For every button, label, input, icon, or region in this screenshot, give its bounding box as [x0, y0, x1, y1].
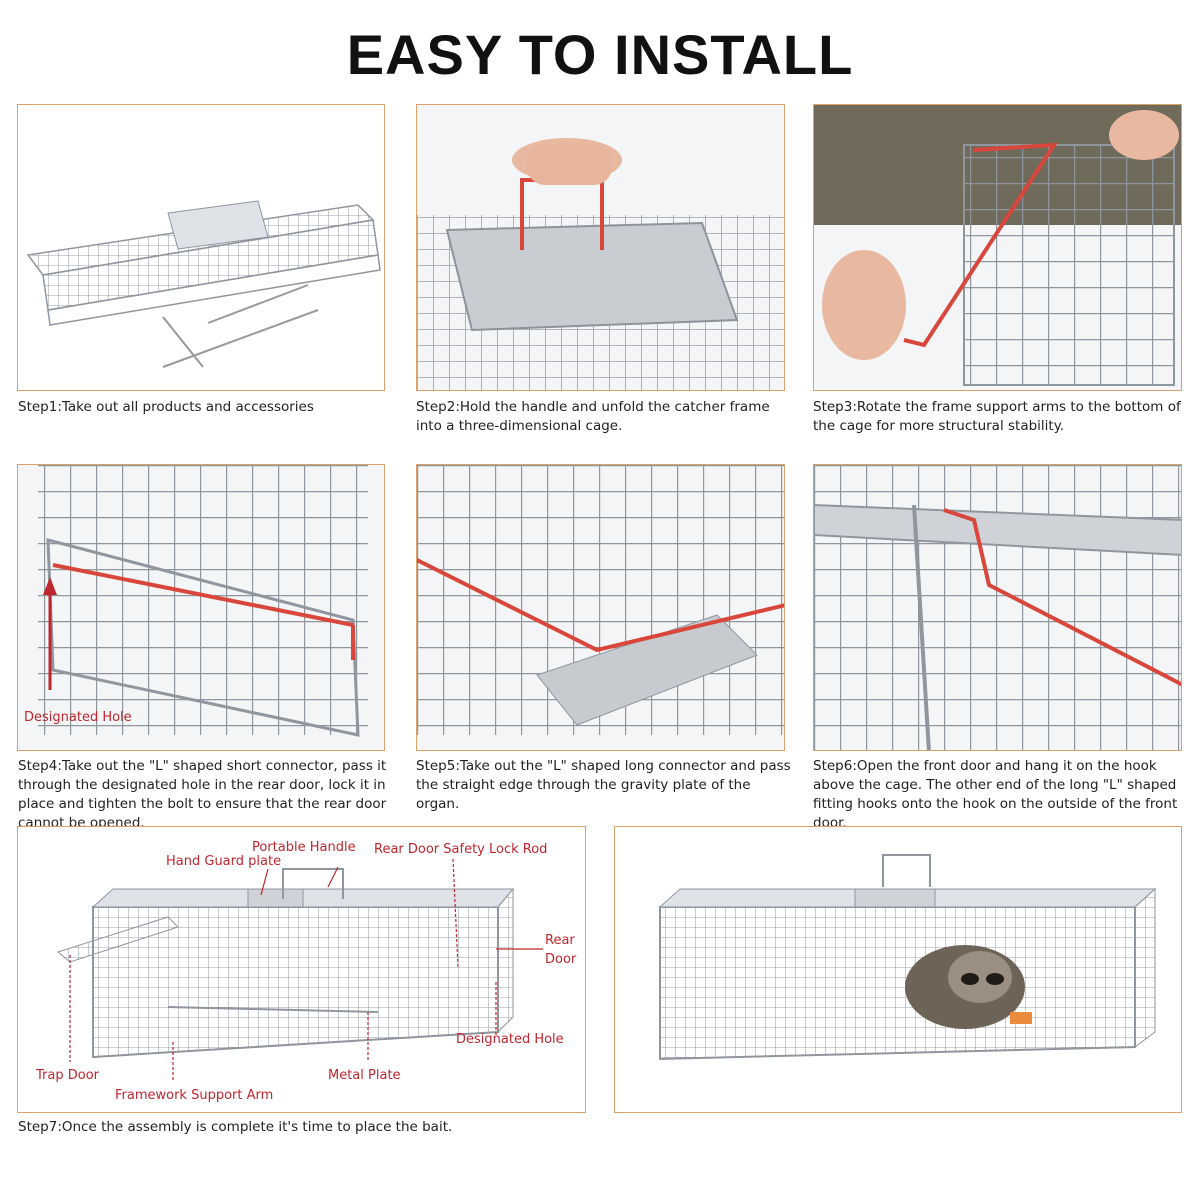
label-designated-hole: Designated Hole — [456, 1032, 564, 1047]
long-connector-photo — [417, 465, 784, 735]
step4-caption: Step4:Take out the "L" shaped short conn… — [18, 758, 387, 831]
label-metal-plate: Metal Plate — [328, 1068, 401, 1083]
step2-caption: Step2:Hold the handle and unfold the cat… — [416, 399, 770, 434]
step1-image — [17, 104, 385, 391]
step3-caption: Step3:Rotate the frame support arms to t… — [813, 399, 1181, 434]
raccoon-in-cage-photo — [658, 854, 1157, 1061]
step6-caption: Step6:Open the front door and hang it on… — [813, 758, 1178, 831]
label-rear-door-line2: Door — [545, 952, 577, 967]
step4-image: Designated Hole — [17, 464, 385, 751]
step1-caption: Step1:Take out all products and accessor… — [18, 399, 314, 415]
label-rear-lock: Rear Door Safety Lock Rod — [374, 842, 547, 857]
label-rear-door-line1: Rear — [545, 933, 575, 948]
page-title: EASY TO INSTALL — [346, 23, 854, 86]
rotate-arms-photo — [814, 105, 1181, 386]
raccoon-cage-panel — [614, 826, 1182, 1113]
unfold-cage-photo — [417, 138, 784, 390]
folded-cage-illustration — [26, 200, 381, 368]
label-trap-door: Trap Door — [35, 1068, 100, 1083]
step5-caption: Step5:Take out the "L" shaped long conne… — [416, 758, 791, 812]
labeled-diagram-panel: Portable Handle Hand Guard plate Rear Do… — [17, 826, 586, 1113]
label-portable-handle: Portable Handle — [252, 840, 356, 855]
step6-image — [813, 464, 1182, 751]
short-connector-photo: Designated Hole — [24, 465, 368, 737]
labeled-cage-diagram: Portable Handle Hand Guard plate Rear Do… — [35, 840, 577, 1103]
label-hand-guard: Hand Guard plate — [166, 854, 281, 869]
designated-hole-label: Designated Hole — [24, 710, 132, 725]
hang-front-door-photo — [814, 465, 1181, 750]
step7-caption: Step7:Once the assembly is complete it's… — [18, 1119, 453, 1135]
step3-image — [813, 104, 1182, 391]
step2-image — [416, 104, 785, 391]
label-support-arm: Framework Support Arm — [115, 1088, 273, 1103]
step5-image — [416, 464, 785, 751]
